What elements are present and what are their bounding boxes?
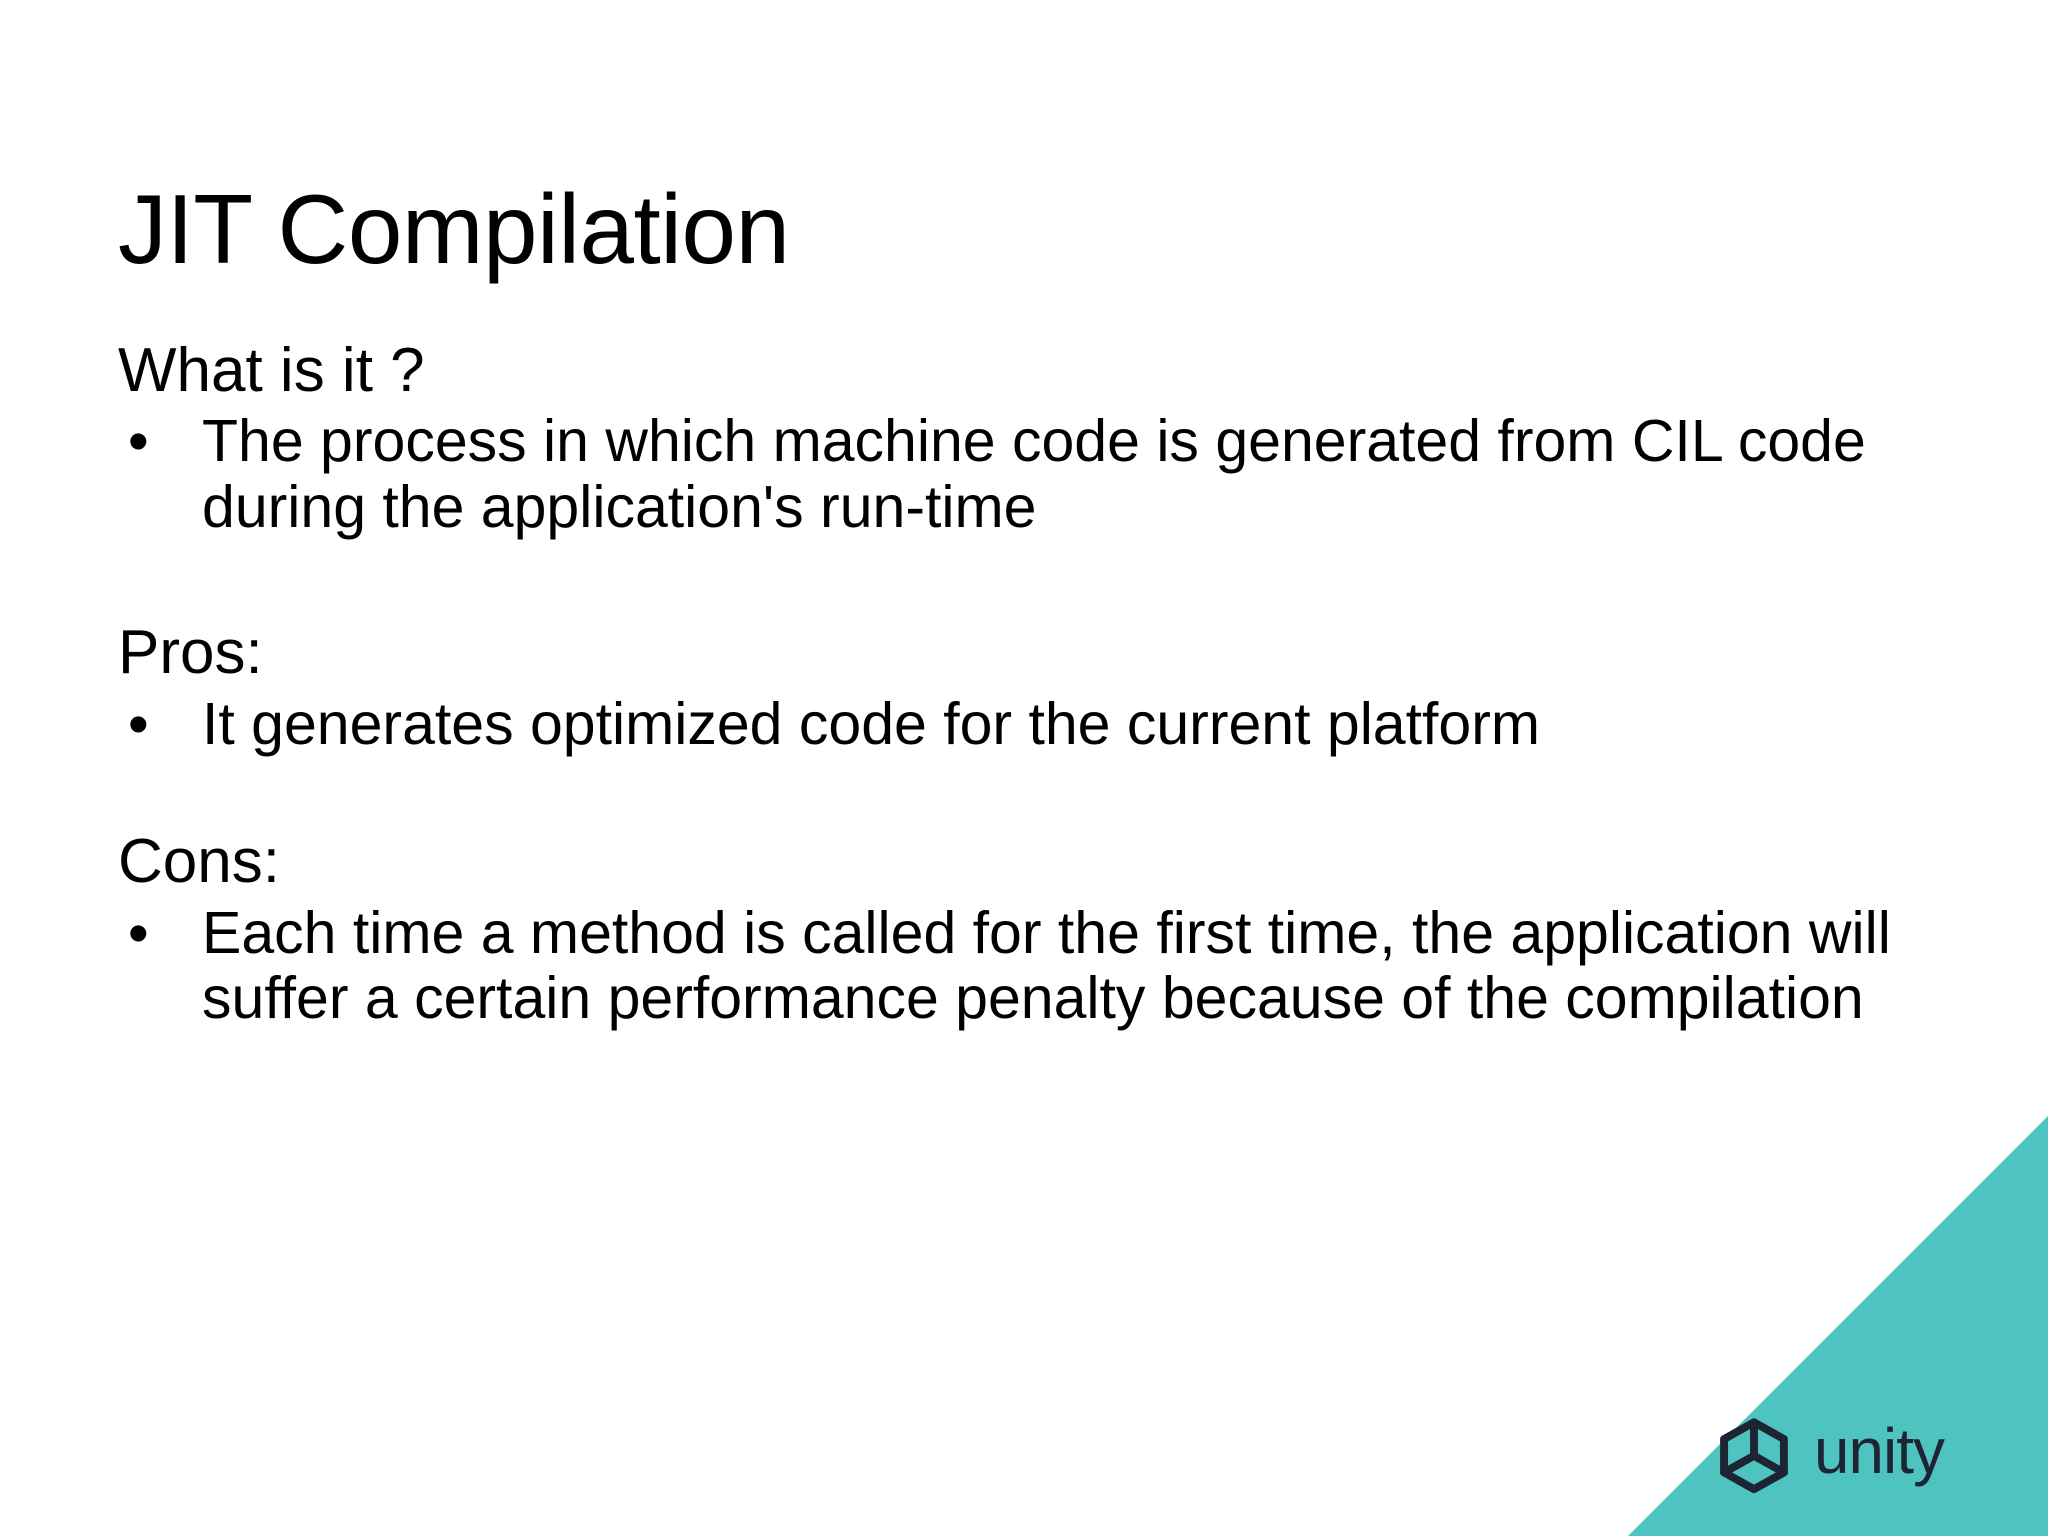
bullet-list-what-is-it: • The process in which machine code is g… xyxy=(118,408,1928,540)
unity-logo: unity xyxy=(1710,1408,2012,1500)
spacer xyxy=(118,757,1928,827)
bullet-list-cons: • Each time a method is called for the f… xyxy=(118,899,1928,1032)
section-cons: Cons: • Each time a method is called for… xyxy=(118,827,1928,1031)
bullet-dot-icon: • xyxy=(128,899,149,966)
section-what-is-it: What is it ? • The process in which mach… xyxy=(118,336,1928,540)
bullet-dot-icon: • xyxy=(128,690,149,757)
bullet-text: Each time a method is called for the fir… xyxy=(202,899,1891,1032)
slide-body: What is it ? • The process in which mach… xyxy=(118,336,1928,1032)
section-heading-pros: Pros: xyxy=(118,618,263,688)
list-item: • Each time a method is called for the f… xyxy=(118,899,1928,1032)
list-item: • It generates optimized code for the cu… xyxy=(118,690,1928,757)
bullet-text: The process in which machine code is gen… xyxy=(202,408,1866,540)
section-pros: Pros: • It generates optimized code for … xyxy=(118,618,1928,757)
page-title: JIT Compilation xyxy=(118,173,790,284)
svg-text:unity: unity xyxy=(1814,1416,1945,1487)
unity-wordmark-icon: unity xyxy=(1814,1416,1946,1487)
section-heading-what-is-it: What is it ? xyxy=(118,336,425,405)
section-heading-cons: Cons: xyxy=(118,827,280,897)
list-item: • The process in which machine code is g… xyxy=(118,408,1928,540)
bullet-dot-icon: • xyxy=(128,408,149,475)
spacer xyxy=(118,540,1928,618)
unity-cube-icon xyxy=(1720,1418,1789,1494)
bullet-list-pros: • It generates optimized code for the cu… xyxy=(118,690,1928,757)
bullet-text: It generates optimized code for the curr… xyxy=(202,690,1541,757)
